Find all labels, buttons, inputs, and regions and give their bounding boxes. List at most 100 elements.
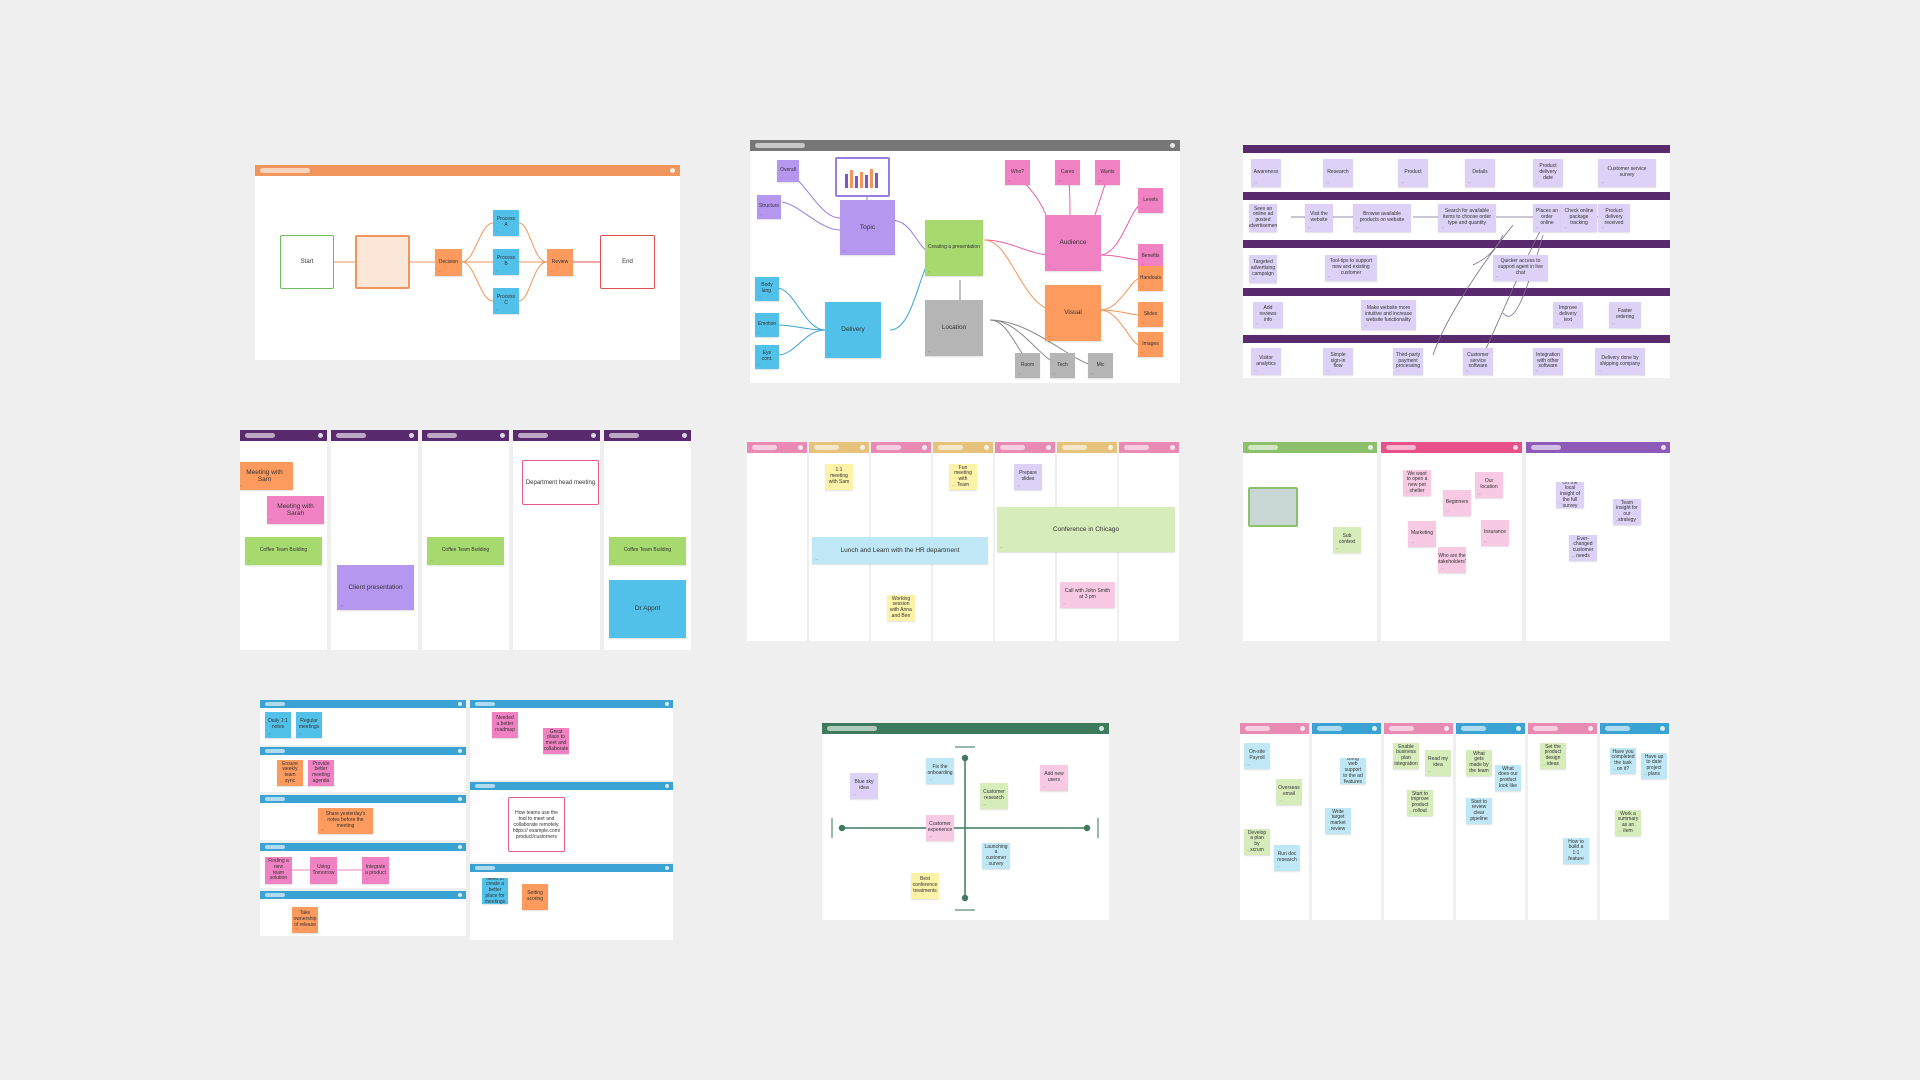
planner-client-presentation[interactable]: Client presentation	[337, 565, 414, 610]
brainstorm-q2[interactable]: Beginners	[1443, 490, 1471, 516]
cal-lunch-and-learn[interactable]: Lunch and Learn with the HR department	[812, 537, 988, 564]
mm-benefits[interactable]: Benefits	[1138, 244, 1163, 269]
mm-levels[interactable]: Levels	[1138, 188, 1163, 213]
kb-f1[interactable]: Have you completed the task on it?	[1610, 748, 1636, 774]
flow-decision[interactable]: Decision	[435, 249, 462, 276]
retro-f1[interactable]: Needed a better roadmap	[492, 712, 518, 738]
journey-note-r5-2[interactable]: Simple sign-in flow	[1323, 348, 1353, 375]
template-priority-matrix[interactable]: Blue sky idea Fix the onboarding Custome…	[822, 723, 1109, 920]
planner-coffee-1[interactable]: Coffee Team Building	[245, 537, 322, 565]
flow-start[interactable]: Start	[280, 235, 334, 289]
journey-note-r5-4[interactable]: Customer service software	[1463, 348, 1493, 375]
kb-d3[interactable]: Start to review clear pipeline	[1466, 798, 1492, 824]
mm-topic[interactable]: Topic	[840, 200, 895, 255]
template-mindmap[interactable]: Overall Structure Topic Body lang. Emoti…	[750, 140, 1180, 383]
mm-handouts[interactable]: Handouts	[1138, 266, 1163, 291]
brainstorm-note-result[interactable]: Sub context	[1333, 527, 1361, 553]
brainstorm-p3[interactable]: Ever-changed customer needs	[1569, 535, 1597, 561]
retro-e1[interactable]: Take ownership of release	[292, 907, 318, 933]
cal-note-1[interactable]: 1:1 meeting with Sam	[825, 464, 853, 490]
journey-note-r5-6[interactable]: Delivery done by shipping company	[1595, 348, 1645, 375]
retro-c1[interactable]: Share yesterday's notes before the meeti…	[318, 808, 373, 834]
kb-a2[interactable]: Overseas email	[1276, 779, 1302, 805]
journey-action-4[interactable]: Search for available items to choose ord…	[1438, 204, 1496, 232]
cal-note-2[interactable]: Fun meeting with Team	[949, 464, 977, 490]
matrix-note-3[interactable]: Customer experience	[926, 815, 954, 841]
kb-d1[interactable]: What gets made by the team	[1466, 750, 1492, 776]
journey-stage-3[interactable]: Product	[1398, 159, 1428, 187]
cal-conference[interactable]: Conference in Chicago	[997, 507, 1175, 552]
planner-department-meeting[interactable]: Department head meeting	[522, 460, 599, 505]
kb-b2[interactable]: Write target market review	[1325, 808, 1351, 834]
matrix-note-5[interactable]: Customer research	[980, 783, 1008, 809]
flow-process-c[interactable]: Process C	[493, 288, 519, 314]
mm-creating[interactable]: Creating a presentation	[925, 220, 983, 276]
kb-f4[interactable]: How to build a 1:1 feature	[1563, 838, 1589, 864]
mm-room[interactable]: Room	[1015, 353, 1040, 378]
flow-process-b[interactable]: Process B	[493, 249, 519, 275]
journey-stage-2[interactable]: Research	[1323, 159, 1353, 187]
journey-note-r4-2[interactable]: Make website more intuitive and increase…	[1361, 300, 1416, 330]
journey-action-3[interactable]: Browse available products on website	[1353, 204, 1411, 232]
journey-stage-1[interactable]: Awareness	[1251, 159, 1281, 187]
flow-end[interactable]: End	[600, 235, 655, 289]
mm-audience[interactable]: Audience	[1045, 215, 1101, 271]
kb-c3[interactable]: Start to improve product rollout	[1407, 790, 1433, 816]
journey-note-r5-1[interactable]: Visitor analytics	[1251, 348, 1281, 375]
matrix-note-1[interactable]: Blue sky idea	[850, 773, 878, 799]
planner-dr-appnt[interactable]: Dr Appnt	[609, 580, 686, 638]
brainstorm-p1[interactable]: On the local insight of the full survey	[1556, 482, 1584, 508]
cal-call[interactable]: Call with John Smith at 3 pm	[1060, 582, 1115, 608]
journey-note-r3-1[interactable]: Targeted advertising campaign	[1249, 255, 1277, 283]
planner-meeting-sarah[interactable]: Meeting with Sarah	[267, 496, 324, 524]
journey-stage-4[interactable]: Details	[1465, 159, 1495, 187]
retro-b1[interactable]: Ensure weekly team sync	[277, 760, 303, 786]
retro-b2[interactable]: Provide better meeting agenda	[308, 760, 334, 786]
retro-d1[interactable]: Finding a new team solution	[265, 857, 292, 884]
template-weekly-planner[interactable]: Meeting with Sam Meeting with Sarah Coff…	[240, 430, 695, 650]
journey-stage-5[interactable]: Product delivery date	[1533, 159, 1563, 187]
retro-d3[interactable]: Integrate a product	[362, 857, 389, 884]
journey-stage-6[interactable]: Customer service survey	[1598, 159, 1656, 187]
flow-review[interactable]: Review	[547, 249, 573, 276]
mm-cares[interactable]: Cares	[1055, 160, 1080, 185]
journey-note-r4-1[interactable]: Add reviews info	[1253, 302, 1283, 328]
mm-images[interactable]: Images	[1138, 332, 1163, 357]
journey-note-r4-3[interactable]: Improve delivery text	[1553, 302, 1583, 328]
brainstorm-q4[interactable]: Marketing	[1408, 521, 1436, 547]
kb-f3[interactable]: Work a summary as an item	[1615, 810, 1641, 836]
mm-mic[interactable]: Mic	[1088, 353, 1113, 378]
mm-visual[interactable]: Visual	[1045, 285, 1101, 341]
planner-coffee-2[interactable]: Coffee Team Building	[427, 537, 504, 565]
mm-chart-image[interactable]	[835, 157, 890, 197]
flow-process-a[interactable]: Process A	[493, 210, 519, 236]
mm-eye-contact[interactable]: Eye cont.	[755, 345, 779, 369]
kb-a4[interactable]: Run doc research	[1274, 845, 1300, 871]
retro-f2[interactable]: Great place to meet and collaborate	[543, 728, 569, 754]
kb-c2[interactable]: Read my idea	[1425, 750, 1451, 776]
matrix-note-7[interactable]: Best conference treatments	[911, 873, 939, 899]
brainstorm-q3[interactable]: Our location	[1475, 472, 1503, 498]
retro-g1[interactable]: Need to create a better place for meetin…	[482, 878, 508, 904]
mm-overall[interactable]: Overall	[777, 160, 799, 182]
mm-body-lang[interactable]: Body lang.	[755, 277, 779, 301]
retro-a1[interactable]: Daily 1:1 notes	[265, 712, 291, 738]
kb-a3[interactable]: Develop a plan by scrum	[1244, 829, 1270, 855]
matrix-note-6[interactable]: Launching a customer survey	[982, 843, 1010, 869]
kb-e1[interactable]: Set the product design ideas	[1540, 743, 1566, 769]
template-brainstorm[interactable]: Sub context We want to open a new pet sh…	[1243, 442, 1670, 641]
journey-action-1[interactable]: Sees an online ad posted advertisement	[1249, 204, 1277, 232]
mm-location[interactable]: Location	[925, 300, 983, 356]
retro-a2[interactable]: Regular meetings	[296, 712, 322, 738]
mm-emotion[interactable]: Emotion	[755, 313, 779, 337]
journey-note-r5-3[interactable]: Third-party payment processing	[1393, 348, 1423, 375]
cal-note-4[interactable]: Working session with Anna and Ben	[887, 595, 915, 621]
planner-coffee-3[interactable]: Coffee Team Building	[609, 537, 686, 565]
journey-action-5[interactable]: Places an order online	[1533, 204, 1561, 232]
journey-action-7[interactable]: Product delivery received	[1598, 204, 1630, 232]
kb-a1[interactable]: On-site Payroll	[1244, 743, 1270, 769]
journey-note-r3-3[interactable]: Quicker access to support agent in live …	[1493, 255, 1548, 281]
brainstorm-p2[interactable]: Team insight for our strategy	[1613, 499, 1641, 525]
kb-b1[interactable]: Bring web support to the ad features	[1340, 758, 1366, 784]
mm-who[interactable]: Who?	[1005, 160, 1030, 185]
